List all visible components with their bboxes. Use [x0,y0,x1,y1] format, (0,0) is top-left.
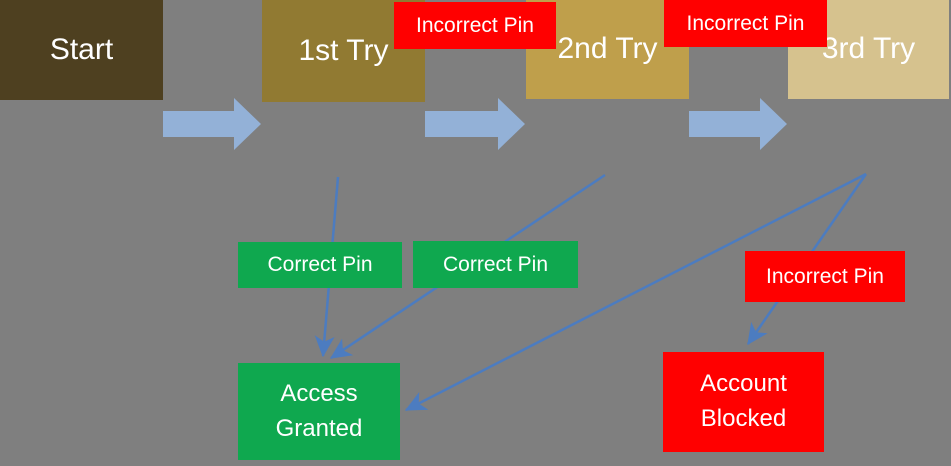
node-access-granted: Access Granted [238,363,400,460]
node-account-blocked: Account Blocked [663,352,824,452]
connector-try3-to-access-granted [404,172,867,412]
badge-correct-pin-1: Correct Pin [238,242,402,288]
badge-incorrect-pin-1: Incorrect Pin [394,2,556,49]
block-arrow-start-to-try1 [163,98,261,150]
node-start: Start [0,0,163,100]
block-arrow-try1-to-try2 [425,98,525,150]
badge-correct-pin-2-label: Correct Pin [442,252,549,276]
node-first-try-label: 1st Try [298,33,389,67]
node-start-label: Start [49,32,114,66]
badge-correct-pin-2: Correct Pin [413,241,578,288]
badge-incorrect-pin-3-label: Incorrect Pin [766,264,884,288]
node-second-try-label: 2nd Try [557,32,658,66]
node-access-granted-label: Access Granted [275,379,363,442]
badge-incorrect-pin-2-label: Incorrect Pin [686,11,805,35]
badge-correct-pin-1-label: Correct Pin [267,253,373,277]
badge-incorrect-pin-1-label: Incorrect Pin [416,13,534,37]
badge-incorrect-pin-3: Incorrect Pin [745,251,905,302]
badge-incorrect-pin-2: Incorrect Pin [664,0,827,47]
node-second-try: 2nd Try [526,0,689,99]
block-arrow-try2-to-try3 [689,98,787,150]
node-third-try-label: 3rd Try [821,32,916,66]
node-account-blocked-label: Account Blocked [700,370,787,432]
